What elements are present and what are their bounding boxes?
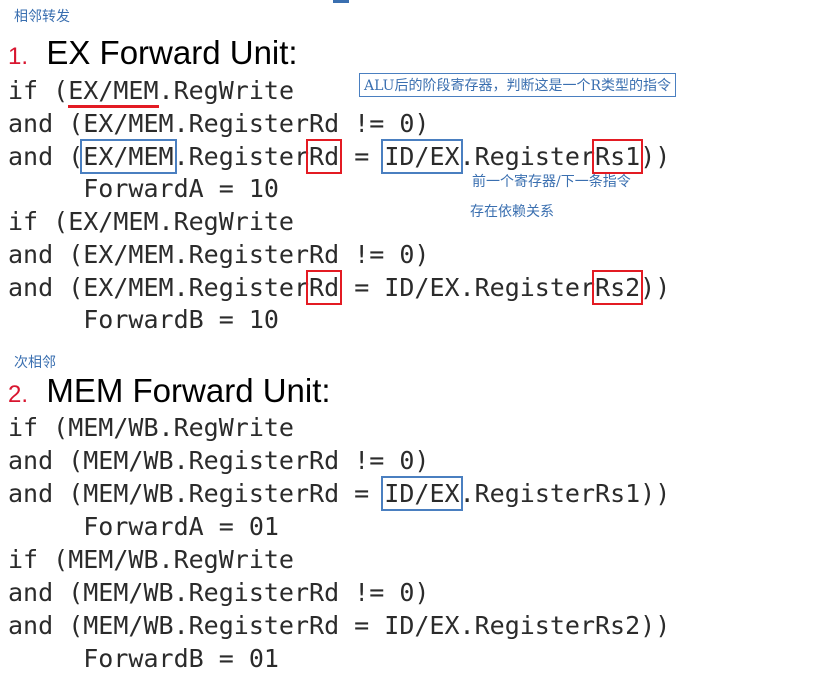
code-line-2-8: ForwardB = 01 bbox=[8, 644, 279, 673]
section1-title: EX Forward Unit: bbox=[46, 34, 298, 71]
code-line-2-2: and (MEM/WB.RegisterRd != 0) bbox=[8, 446, 430, 475]
code-line-2-7: and (MEM/WB.RegisterRd = ID/EX.RegisterR… bbox=[8, 611, 671, 640]
code-text: = bbox=[339, 142, 385, 171]
top-edge-mark bbox=[333, 0, 349, 3]
code-text: .RegWrite bbox=[158, 76, 294, 105]
code-line-1-1: if (EX/MEM.RegWrite bbox=[8, 74, 294, 108]
code-line-2-5: if (MEM/WB.RegWrite bbox=[8, 545, 294, 574]
id-ex-blue-box: ID/EX bbox=[381, 139, 463, 174]
section2-number: 2. bbox=[8, 381, 29, 408]
code-text: and (EX/MEM.Register bbox=[8, 273, 310, 302]
section2-title: MEM Forward Unit: bbox=[46, 372, 331, 409]
alu-register-callout: ALU后的阶段寄存器，判断这是一个R类型的指令 bbox=[359, 73, 676, 97]
code-text: )) bbox=[640, 142, 671, 171]
code-line-1-6: and (EX/MEM.RegisterRd != 0) bbox=[8, 240, 430, 269]
code-line-1-5: if (EX/MEM.RegWrite bbox=[8, 207, 294, 236]
section1-number: 1. bbox=[8, 43, 29, 70]
code-line-2-3: and (MEM/WB.RegisterRd = ID/EX.RegisterR… bbox=[8, 476, 671, 511]
code-text: and (MEM/WB.RegisterRd = bbox=[8, 479, 385, 508]
dependency-note-1: 前一个寄存器/下一条指令 bbox=[472, 174, 631, 190]
ex-mem-underlined: EX/MEM bbox=[68, 76, 159, 108]
code-line-2-1: if (MEM/WB.RegWrite bbox=[8, 413, 294, 442]
code-text: .RegisterRs1)) bbox=[459, 479, 671, 508]
code-text: )) bbox=[640, 273, 671, 302]
code-line-1-7: and (EX/MEM.RegisterRd = ID/EX.RegisterR… bbox=[8, 270, 671, 305]
rd-red-box: Rd bbox=[306, 139, 343, 174]
code-line-2-6: and (MEM/WB.RegisterRd != 0) bbox=[8, 578, 430, 607]
code-text: = ID/EX.Register bbox=[339, 273, 596, 302]
code-line-1-8: ForwardB = 10 bbox=[8, 305, 279, 334]
code-text: .Register bbox=[459, 142, 596, 171]
code-text: and ( bbox=[8, 142, 84, 171]
code-line-1-3: and (EX/MEM.RegisterRd = ID/EX.RegisterR… bbox=[8, 139, 671, 174]
id-ex-blue-box-2: ID/EX bbox=[381, 476, 463, 511]
section2-label: 次相邻 bbox=[14, 355, 56, 371]
section2-heading: 2. MEM Forward Unit: bbox=[8, 372, 331, 410]
rs2-red-box: Rs2 bbox=[592, 270, 644, 305]
section1-label: 相邻转发 bbox=[14, 9, 70, 25]
dependency-note-2: 存在依赖关系 bbox=[470, 204, 554, 220]
code-text: .Register bbox=[173, 142, 310, 171]
code-line-2-4: ForwardA = 01 bbox=[8, 512, 279, 541]
code-line-1-2: and (EX/MEM.RegisterRd != 0) bbox=[8, 109, 430, 138]
rs1-red-box: Rs1 bbox=[592, 139, 644, 174]
code-text: if ( bbox=[8, 76, 69, 105]
code-line-1-4: ForwardA = 10 bbox=[8, 174, 279, 203]
section1-heading: 1. EX Forward Unit: bbox=[8, 34, 298, 72]
ex-mem-blue-box: EX/MEM bbox=[80, 139, 177, 174]
rd-red-box-2: Rd bbox=[306, 270, 343, 305]
